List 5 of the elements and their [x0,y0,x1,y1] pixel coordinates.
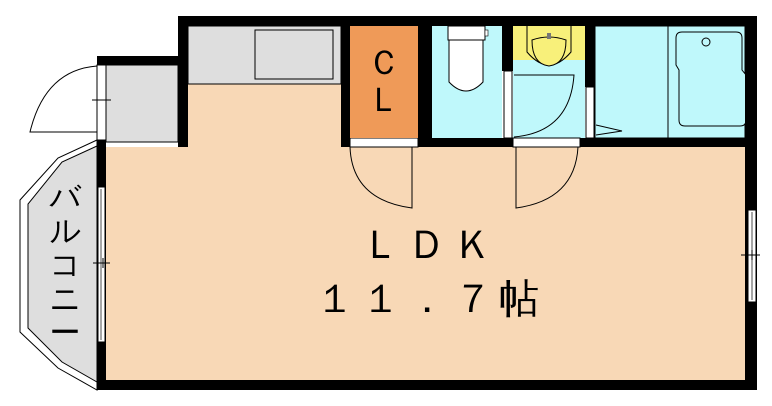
closet-area [350,26,418,138]
room-label: １１．７帖 [315,275,545,324]
closet-label: ＣＬ [367,44,401,120]
balcony-label: バルコニー [50,180,80,350]
room-label: ＬＤＫ [361,221,499,270]
